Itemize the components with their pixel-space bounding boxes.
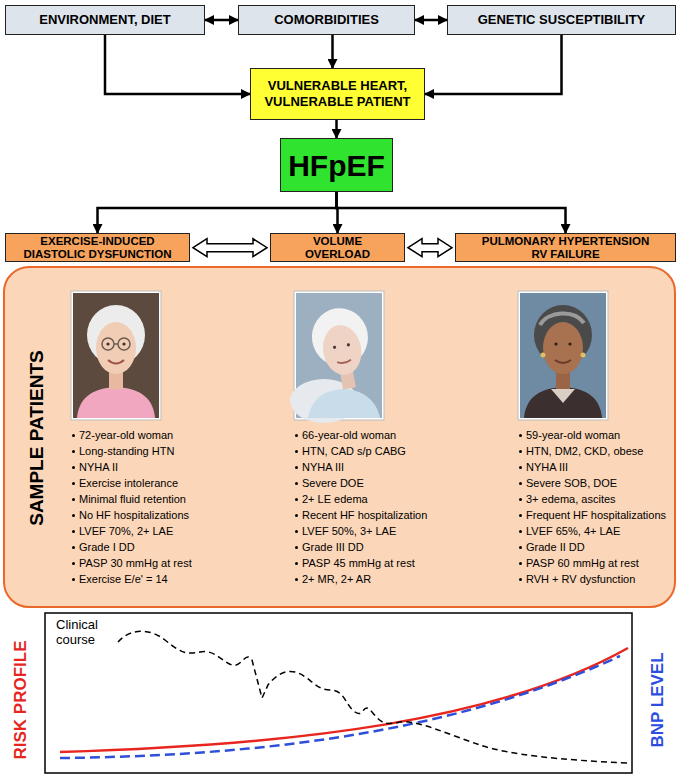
- drawing-rect: [71, 291, 161, 420]
- patient-fact: Grade III DD: [294, 540, 364, 554]
- drawing-circle: [333, 345, 337, 349]
- factor-box: COMORBIDITIES: [238, 5, 415, 35]
- factor-box: GENETIC SUSCEPTIBILITY: [447, 5, 676, 35]
- panel-heading: SAMPLE PATIENTS: [26, 350, 48, 526]
- drawing-path: [555, 360, 571, 363]
- flow-arrow: [331, 35, 334, 68]
- patient-fact: Exercise intolerance: [71, 476, 178, 490]
- patient-fact: 3+ edema, ascites: [518, 492, 616, 506]
- box-text: GENETIC SUSCEPTIBILITY: [478, 12, 646, 28]
- patient-fact: HTN, CAD s/p CABG: [294, 444, 406, 458]
- patient-fact: Grade I DD: [71, 540, 135, 554]
- drawing-rect: [518, 291, 608, 420]
- box-text: EXERCISE-INDUCED DIASTOLIC DYSFUNCTION: [16, 235, 179, 260]
- patient-fact: NYHA II: [71, 460, 118, 474]
- patient-photo: [290, 291, 384, 423]
- flow-arrow: [425, 35, 562, 94]
- flow-arrow: [335, 120, 338, 138]
- hollow-double-arrow: [408, 239, 452, 257]
- flow-arrow: [98, 192, 337, 233]
- clinical-course-curve: [118, 631, 628, 763]
- flow-arrow: [337, 192, 566, 233]
- patient-fact: Long-standing HTN: [71, 444, 174, 458]
- patient-fact: LVEF 65%, 4+ LAE: [518, 524, 620, 538]
- drawing-line: [114, 343, 118, 345]
- patient-photo: [71, 291, 161, 420]
- chart-frame: [45, 613, 632, 773]
- flow-arrow: [205, 19, 238, 22]
- drawing-circle: [102, 338, 114, 350]
- patient-fact: 66-year-old woman: [294, 428, 396, 442]
- phenotype-box: EXERCISE-INDUCED DIASTOLIC DYSFUNCTION: [5, 233, 190, 262]
- patient-fact: Exercise E/e' = 14: [71, 572, 168, 586]
- chart-note: Clinical course: [56, 617, 118, 647]
- drawing-ellipse: [319, 322, 365, 378]
- drawing-path: [108, 360, 124, 364]
- drawing-path: [337, 360, 351, 364]
- hfpef-box: HFpEF: [280, 138, 393, 192]
- patient-fact: No HF hospitalizations: [71, 508, 189, 522]
- box-text: PULMONARY HYPERTENSION RV FAILURE: [478, 235, 653, 260]
- box-text: ENVIRONMENT, DIET: [39, 12, 170, 28]
- sample-panel: SAMPLE PATIENTS 72-year-old womanLong-sta…: [3, 266, 676, 608]
- patient-fact: Recent HF hospitalization: [294, 508, 427, 522]
- axis-title: RISK PROFILE: [10, 640, 30, 759]
- patient-fact: HTN, DM2, CKD, obese: [518, 444, 643, 458]
- drawing-path: [551, 389, 575, 403]
- drawing-circle: [554, 342, 557, 345]
- bnp-curve: [60, 656, 620, 758]
- drawing-ellipse: [543, 322, 583, 374]
- patient-fact: LVEF 50%, 3+ LAE: [294, 524, 396, 538]
- drawing-circle: [118, 338, 130, 350]
- patient-fact: LVEF 70%, 2+ LAE: [71, 524, 173, 538]
- drawing-circle: [568, 342, 571, 345]
- drawing-circle: [106, 342, 109, 345]
- drawing-circle: [122, 342, 125, 345]
- flow-arrow: [105, 35, 250, 94]
- patient-fact: Severe DOE: [294, 476, 364, 490]
- patient-fact: PASP 60 mmHg at rest: [518, 556, 639, 570]
- patient-fact: RVH + RV dysfunction: [518, 572, 635, 586]
- drawing-circle: [541, 353, 546, 358]
- box-text: COMORBIDITIES: [274, 12, 379, 28]
- patient-fact: PASP 45 mmHg at rest: [294, 556, 415, 570]
- factor-box: ENVIRONMENT, DIET: [5, 5, 205, 35]
- hollow-double-arrow: [193, 239, 267, 257]
- drawing-path: [77, 387, 155, 418]
- drawing-ellipse: [96, 322, 136, 374]
- patient-photo: [518, 291, 608, 420]
- phenotype-box: VOLUME OVERLOAD: [270, 233, 405, 262]
- patient-fact: Grade II DD: [518, 540, 585, 554]
- flow-arrow: [415, 19, 447, 22]
- drawing-rect: [520, 293, 606, 418]
- patient-fact: Frequent HF hospitalizations: [518, 508, 666, 522]
- patient-fact: 72-year-old woman: [71, 428, 173, 442]
- drawing-circle: [347, 343, 351, 347]
- drawing-path: [308, 389, 380, 418]
- drawing-g: [307, 304, 376, 393]
- vulnerable-box: VULNERABLE HEART, VULNERABLE PATIENT: [250, 68, 425, 120]
- box-text: VOLUME OVERLOAD: [283, 235, 392, 260]
- drawing-rect: [73, 293, 159, 418]
- patient-fact: Severe SOB, DOE: [518, 476, 617, 490]
- box-text: HFpEF: [288, 149, 385, 182]
- patient-fact: PASP 30 mmHg at rest: [71, 556, 192, 570]
- patient-fact: NYHA III: [294, 460, 344, 474]
- axis-title: BNP LEVEL: [647, 652, 667, 747]
- patient-fact: 2+ LE edema: [294, 492, 368, 506]
- drawing-path: [524, 387, 602, 418]
- patient-fact: Minimal fluid retention: [71, 492, 186, 506]
- patient-fact: 2+ MR, 2+ AR: [294, 572, 371, 586]
- drawing-circle: [581, 353, 586, 358]
- box-text: VULNERABLE HEART, VULNERABLE PATIENT: [257, 78, 418, 109]
- phenotype-box: PULMONARY HYPERTENSION RV FAILURE: [455, 233, 676, 262]
- patient-fact: 59-year-old woman: [518, 428, 620, 442]
- patient-fact: NYHA III: [518, 460, 568, 474]
